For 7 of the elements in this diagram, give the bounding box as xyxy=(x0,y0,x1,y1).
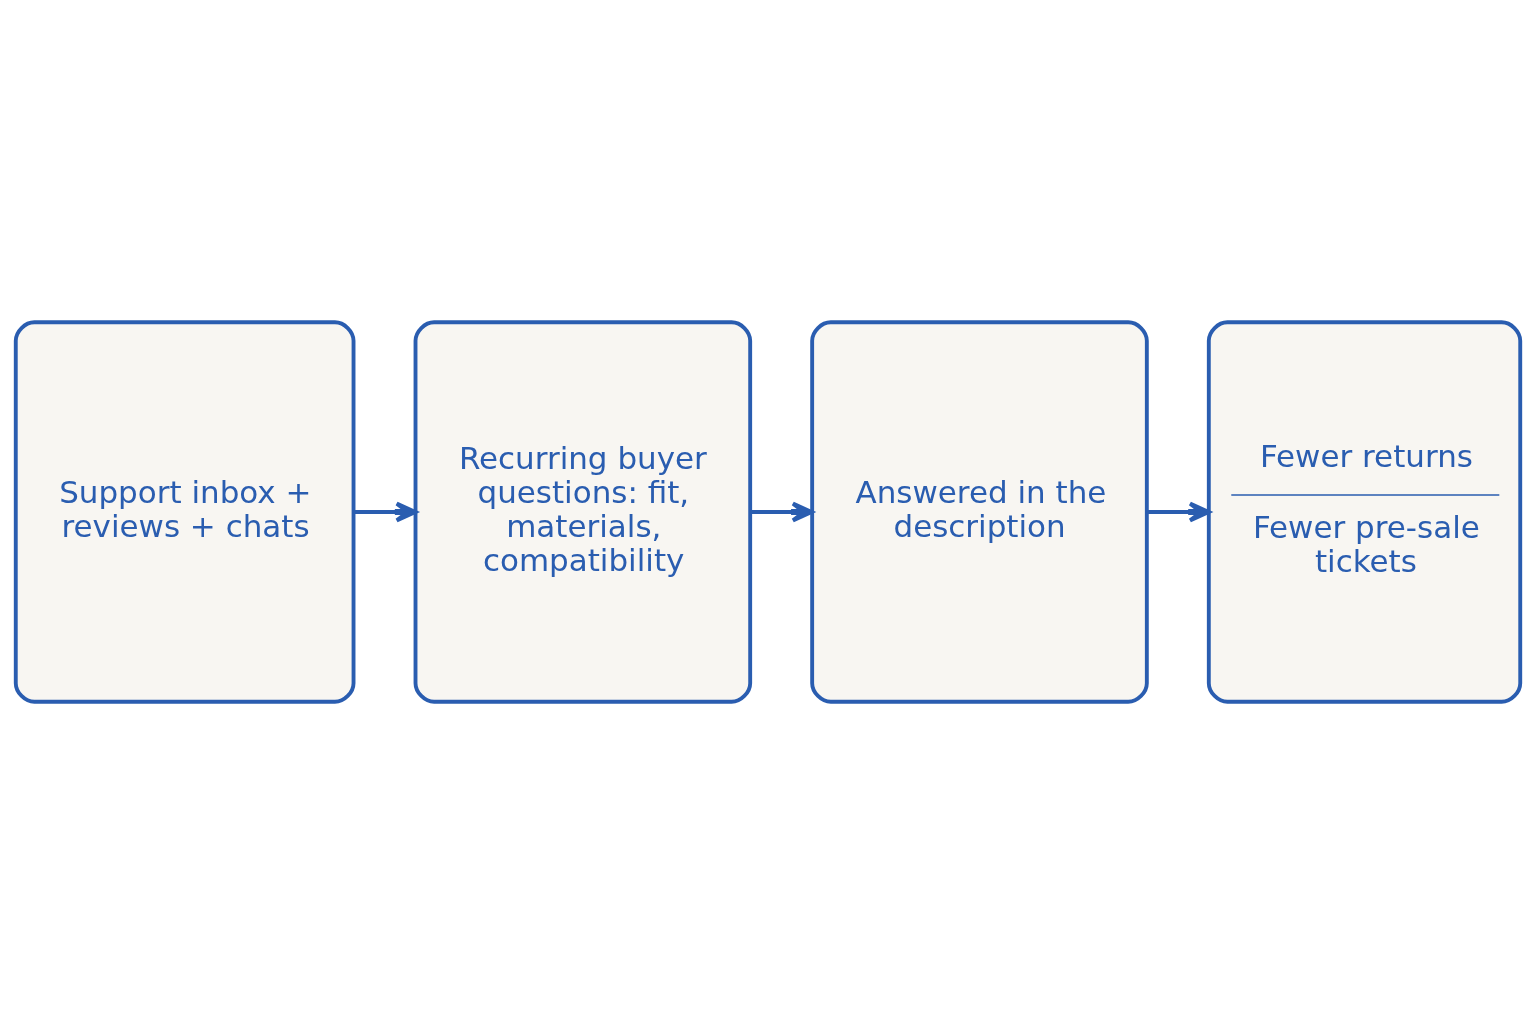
node-box: Support inbox + reviews + chats xyxy=(13,320,356,704)
arrow xyxy=(1146,501,1211,523)
node-box: Recurring buyer questions: fit, materials, compatibility xyxy=(413,320,753,704)
node-box: Fewer returns Fewer pre-sale tickets xyxy=(1206,320,1523,704)
arrow xyxy=(353,501,418,523)
node-box: Answered in the description xyxy=(810,320,1149,704)
arrow xyxy=(750,501,814,523)
